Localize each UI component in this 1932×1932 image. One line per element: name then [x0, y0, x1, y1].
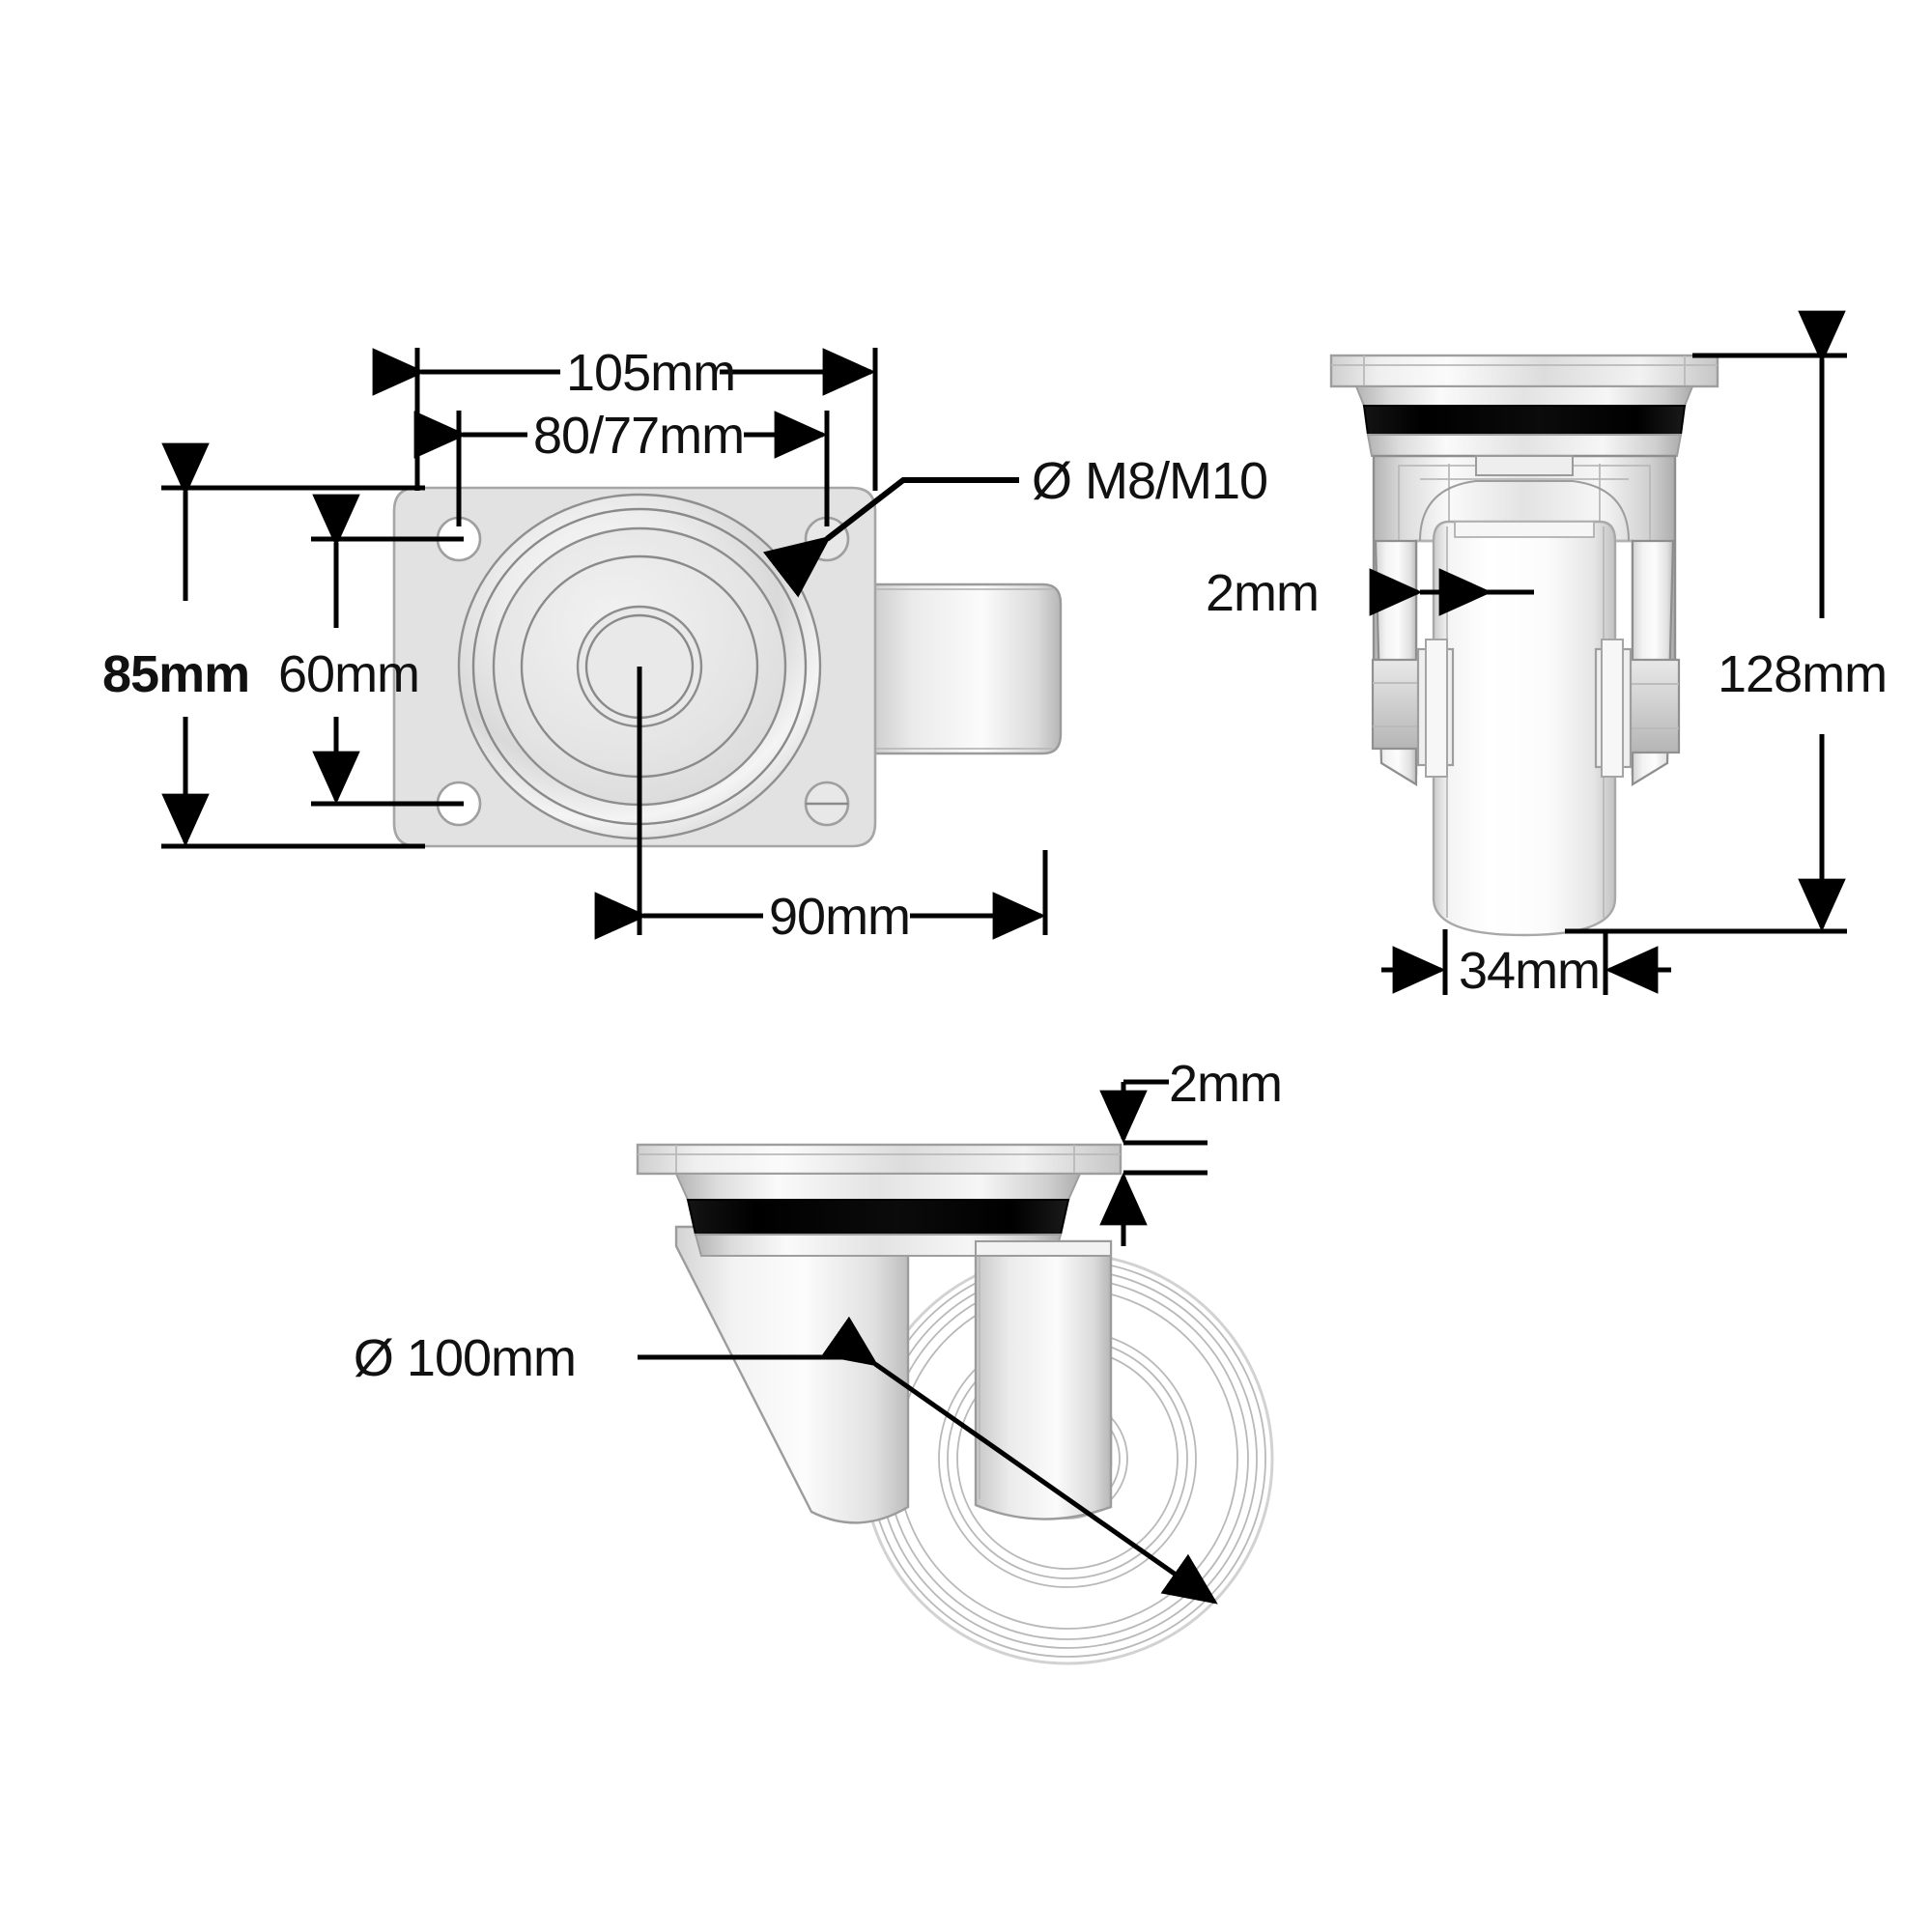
dimension-85mm-label: 85mm	[102, 645, 249, 703]
dimension-8077mm: 80/77mm	[413, 407, 830, 526]
front-wheel	[1432, 520, 1617, 937]
dimension-128mm: 128mm	[1565, 310, 1888, 934]
dimension-2mm-side-label: 2mm	[1169, 1055, 1282, 1113]
front-axle-right	[1594, 639, 1681, 778]
dimension-2mm-side: 2mm	[1099, 1055, 1283, 1246]
dimension-2mm-front-label: 2mm	[1206, 564, 1319, 622]
side-top-plate	[636, 1143, 1122, 1176]
top-plate-view: 105mm 80/77mm 85mm 60mm	[102, 344, 1268, 946]
dimension-90mm: 90mm	[594, 850, 1048, 946]
front-elevation-view: 2mm 128mm 34mm	[1206, 310, 1888, 1000]
front-bearing-band	[1362, 405, 1687, 436]
side-leg-column	[974, 1239, 1113, 1520]
dimension-90mm-label: 90mm	[769, 888, 910, 946]
dimension-8077mm-label: 80/77mm	[533, 407, 744, 465]
front-axle-left	[1371, 639, 1455, 778]
dimension-34mm: 34mm	[1381, 929, 1671, 1000]
dimension-60mm-label: 60mm	[278, 645, 419, 703]
front-swivel-collar	[1354, 385, 1694, 407]
front-collar-lower	[1366, 434, 1683, 457]
dimension-60mm: 60mm	[278, 494, 464, 807]
side-bearing-band	[686, 1199, 1070, 1236]
callout-wheel-diameter-label: Ø 100mm	[354, 1329, 576, 1387]
side-leg-cap	[975, 1240, 1112, 1257]
callout-wheel-diameter: Ø 100mm	[354, 1316, 1218, 1605]
front-top-plate	[1329, 354, 1719, 388]
side-elevation-view: 2mm Ø 100mm	[354, 1055, 1283, 1665]
plate-side-arm	[863, 582, 1063, 755]
callout-m8-m10: Ø M8/M10	[762, 452, 1268, 598]
dimension-105mm: 105mm	[372, 344, 878, 491]
dimension-34mm-label: 34mm	[1459, 942, 1600, 1000]
dimension-128mm-label: 128mm	[1718, 645, 1887, 703]
dimension-85mm: 85mm	[102, 442, 425, 849]
side-swivel-collar	[674, 1173, 1082, 1201]
callout-m8-m10-label: Ø M8/M10	[1032, 452, 1267, 510]
dimension-2mm-front: 2mm	[1206, 564, 1534, 622]
dimension-105mm-label: 105mm	[566, 344, 735, 402]
